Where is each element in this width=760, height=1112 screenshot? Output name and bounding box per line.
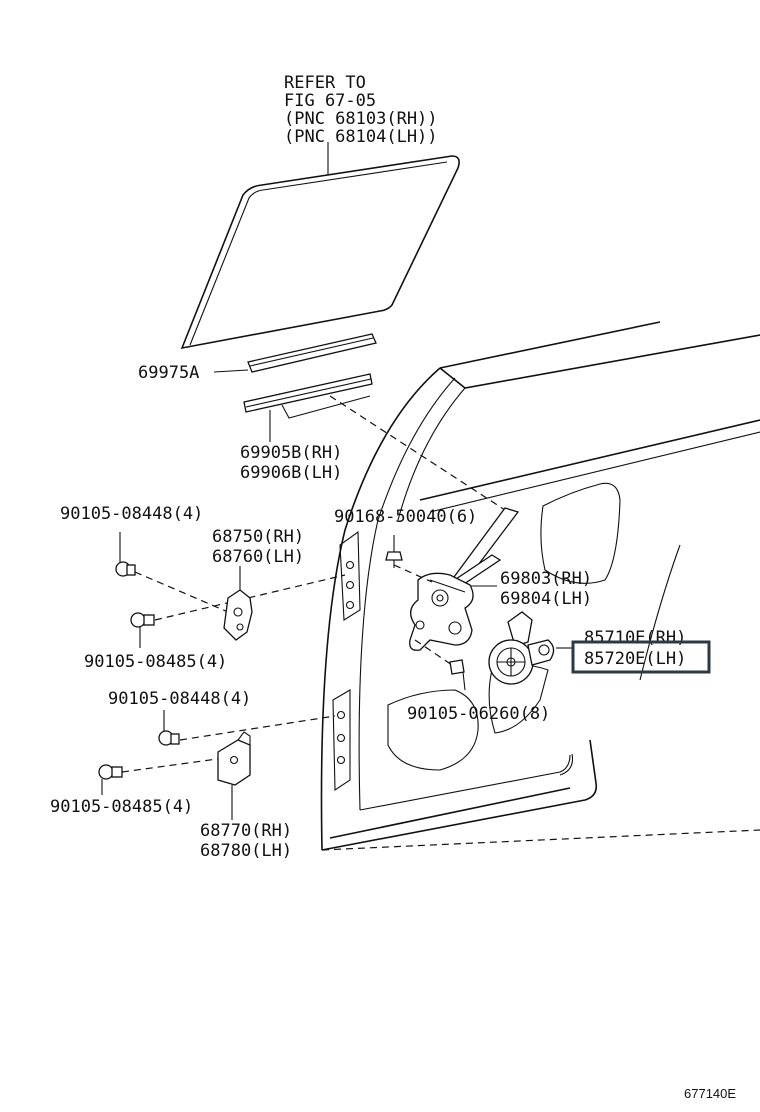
hinge-68770 — [217, 731, 251, 786]
weatherstrip-69975A — [247, 333, 377, 373]
door-panel — [320, 321, 760, 851]
part-label-69803[interactable]: 69803(RH) — [500, 569, 592, 589]
bolt-90105-06260 — [449, 659, 466, 691]
leader-69975A — [213, 369, 249, 373]
part-label-68750[interactable]: 68750(RH) — [212, 527, 304, 547]
part-label-69975A[interactable]: 69975A — [138, 363, 199, 383]
part-label-90105-08485-a[interactable]: 90105-08485(4) — [84, 652, 227, 672]
dash-08448-b — [179, 715, 336, 741]
part-label-90168[interactable]: 90168-50040(6) — [334, 507, 477, 527]
part-label-90105-06260[interactable]: 90105-06260(8) — [407, 704, 550, 724]
window-regulator — [409, 507, 520, 651]
dash-08448-a — [134, 571, 236, 616]
part-label-69905B[interactable]: 69905B(RH) — [240, 443, 342, 463]
part-label-85720E[interactable]: 85720E(LH) — [584, 649, 686, 669]
hinge-68750 — [223, 589, 253, 641]
dash-90168 — [393, 564, 433, 583]
refer-label-line4: (PNC 68104(LH)) — [284, 127, 438, 147]
part-label-68780[interactable]: 68780(LH) — [200, 841, 292, 861]
part-label-68770[interactable]: 68770(RH) — [200, 821, 292, 841]
part-label-69804[interactable]: 69804(LH) — [500, 589, 592, 609]
dash-06260 — [414, 639, 453, 666]
highlight-box-85720E — [571, 640, 711, 674]
part-label-90105-08448-b[interactable]: 90105-08448(4) — [108, 689, 251, 709]
part-label-90105-08485-b[interactable]: 90105-08485(4) — [50, 797, 193, 817]
part-label-69906B[interactable]: 69906B(LH) — [240, 463, 342, 483]
refer-label-line3: (PNC 68103(RH)) — [284, 109, 438, 129]
bolt-90105-08485-upper — [130, 612, 155, 648]
part-label-68760[interactable]: 68760(LH) — [212, 547, 304, 567]
door-glass — [180, 155, 460, 350]
bolt-90105-08448-lower — [158, 710, 180, 746]
part-label-90105-08448-a[interactable]: 90105-08448(4) — [60, 504, 203, 524]
dash-channel — [329, 395, 506, 511]
bolt-90168 — [385, 535, 403, 568]
illustration-id: 677140E — [684, 1086, 736, 1101]
refer-label-line1: REFER TO — [284, 73, 366, 93]
dash-08485-b — [121, 756, 233, 773]
channel-69905B — [243, 373, 373, 419]
regulator-motor — [488, 611, 555, 685]
bolt-90105-08448-upper — [115, 532, 136, 577]
bolt-90105-08485-lower — [98, 764, 123, 795]
part-label-85710E[interactable]: 85710E(RH) — [584, 628, 686, 648]
refer-label-line2: FIG 67-05 — [284, 91, 376, 111]
